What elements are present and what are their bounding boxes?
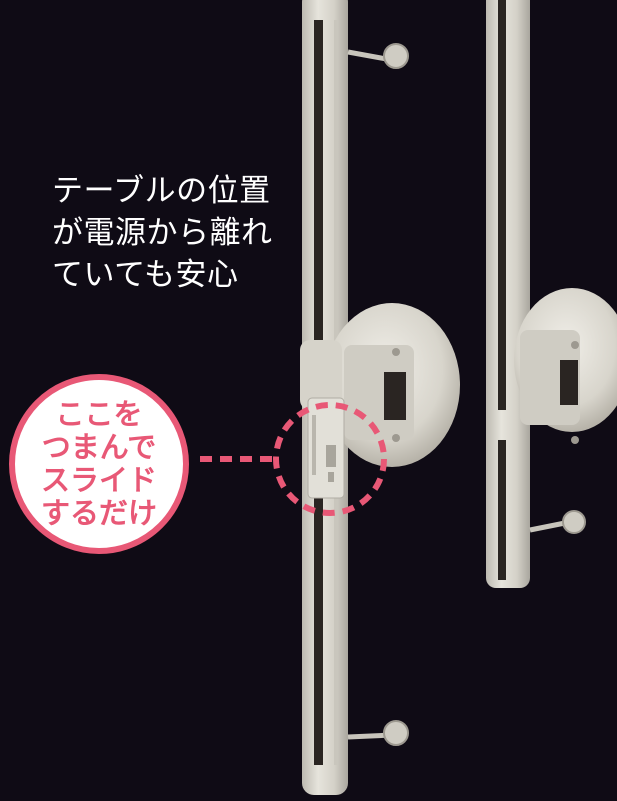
- rail-front: [300, 0, 460, 795]
- badge-line: するだけ: [40, 496, 157, 530]
- slide-indicator: [200, 402, 387, 516]
- badge-line: スライド: [40, 463, 157, 497]
- rail-back: [486, 0, 617, 588]
- badge-line: ここを: [55, 397, 143, 431]
- caption-line: ていても安心: [52, 257, 239, 293]
- caption-text: テーブルの位置 が電源から離れ ていても安心: [52, 170, 292, 296]
- badge-line: つまんで: [41, 430, 157, 464]
- instruction-badge: ここを つまんで スライド するだけ: [9, 374, 189, 554]
- caption-line: テーブルの位置: [52, 173, 271, 209]
- caption-line: が電源から離れ: [52, 215, 273, 251]
